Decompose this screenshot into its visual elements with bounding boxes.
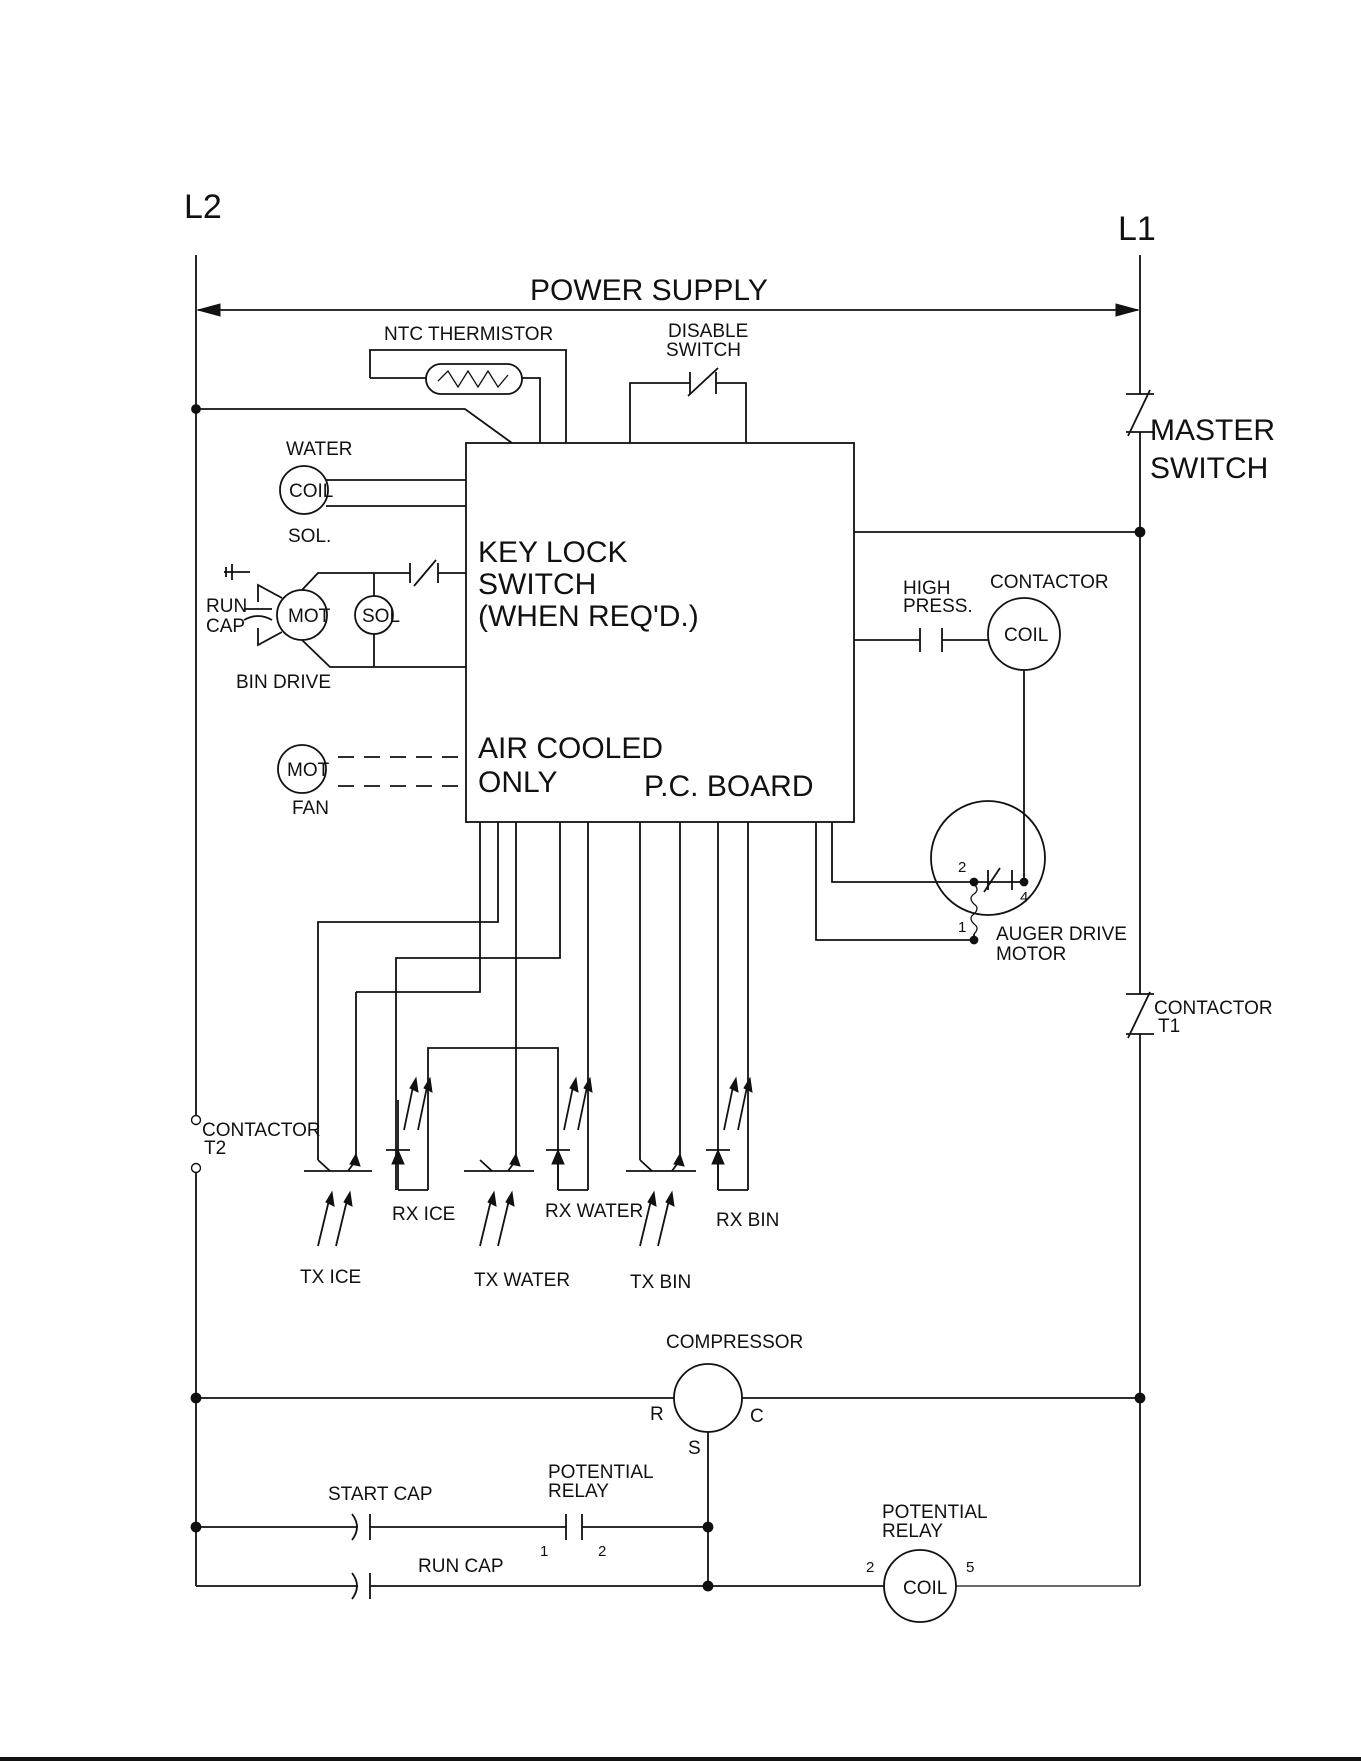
- rx-water-label: RX WATER: [545, 1201, 643, 1222]
- master-switch-label-2: SWITCH: [1150, 452, 1268, 485]
- contactor-t2-terminal-bottom: [190, 1162, 202, 1174]
- master-switch-symbol: [1126, 389, 1154, 437]
- tx-ice-sensor: [304, 1152, 372, 1172]
- rx-water-sensor: [546, 1076, 593, 1191]
- auger-node-2: [969, 877, 979, 887]
- auger-node-4: [1019, 877, 1029, 887]
- contactor-t1-symbol: [1126, 991, 1154, 1039]
- auger-drive-label-2: MOTOR: [996, 944, 1066, 965]
- auger-pin-1: 1: [958, 919, 966, 936]
- relay-coil-label: COIL: [903, 1578, 947, 1599]
- tx-water-label: TX WATER: [474, 1270, 570, 1291]
- contactor-t1-label-1: CONTACTOR: [1154, 998, 1273, 1019]
- disable-switch-label-2: SWITCH: [666, 340, 741, 361]
- pc-board-label: P.C. BOARD: [644, 770, 814, 803]
- coil-pin-2: 2: [866, 1559, 874, 1576]
- tx-water-arrows: [479, 1190, 515, 1247]
- rx-bin-sensor: [706, 1076, 753, 1191]
- node-start-cap-right: [702, 1521, 714, 1533]
- contactor-t2-terminal-top: [190, 1114, 202, 1126]
- water-coil-label: COIL: [289, 481, 333, 502]
- node-start-cap-left: [190, 1521, 202, 1533]
- bin-drive: [224, 559, 466, 668]
- compressor-c-label: C: [750, 1406, 764, 1427]
- tx-water-sensor: [464, 1152, 534, 1172]
- relay-pin-1: 1: [540, 1543, 548, 1560]
- rx-ice-sensor: [386, 1076, 433, 1191]
- auger-node-1: [969, 935, 979, 945]
- power-supply-label: POWER SUPPLY: [530, 274, 768, 307]
- key-lock-label-3: (WHEN REQ'D.): [478, 600, 699, 633]
- key-lock-label-1: KEY LOCK: [478, 536, 628, 569]
- tx-ice-label: TX ICE: [300, 1267, 361, 1288]
- potential-relay-contact-label-2: RELAY: [548, 1481, 609, 1502]
- contactor-label: CONTACTOR: [990, 572, 1109, 593]
- bottom-border: [0, 1757, 1361, 1761]
- l1-label: L1: [1118, 210, 1156, 248]
- disable-switch: [629, 367, 747, 443]
- water-label: WATER: [286, 439, 353, 460]
- high-press-label-1: HIGH: [903, 578, 951, 599]
- start-cap-label: START CAP: [328, 1484, 433, 1505]
- compressor-s-label: S: [688, 1438, 701, 1459]
- l2-label: L2: [184, 188, 222, 226]
- contactor-t2-label-1: CONTACTOR: [202, 1120, 321, 1141]
- compressor-label: COMPRESSOR: [666, 1332, 803, 1353]
- node-run-cap-right: [702, 1580, 714, 1592]
- potential-relay-coil-label-1: POTENTIAL: [882, 1502, 988, 1523]
- bin-motor-label: MOT: [288, 606, 331, 627]
- compressor: [196, 1363, 1140, 1588]
- node-l1-board: [1134, 526, 1146, 538]
- run-cap-label-2: CAP: [206, 616, 245, 637]
- water-sol-label: SOL.: [288, 526, 331, 547]
- fan-motor-label: MOT: [287, 760, 330, 781]
- compressor-r-label: R: [650, 1404, 664, 1425]
- tx-bin-label: TX BIN: [630, 1272, 691, 1293]
- bin-drive-label: BIN DRIVE: [236, 672, 331, 693]
- auger-pin-4: 4: [1020, 889, 1028, 906]
- contactor-coil-label: COIL: [1004, 625, 1048, 646]
- tx-bin-arrows: [639, 1190, 675, 1247]
- relay-pin-2: 2: [598, 1543, 606, 1560]
- contactor-t2-label-2: T2: [204, 1138, 226, 1159]
- potential-relay-coil-label-2: RELAY: [882, 1521, 943, 1542]
- power-supply-arrow: [196, 303, 1140, 317]
- fan-label: FAN: [292, 798, 329, 819]
- rx-bin-label: RX BIN: [716, 1210, 779, 1231]
- high-press-switch: [854, 597, 1061, 880]
- coil-pin-5: 5: [966, 1559, 974, 1576]
- tx-bin-sensor: [626, 1152, 696, 1172]
- rx-ice-label: RX ICE: [392, 1204, 455, 1225]
- high-press-label-2: PRESS.: [903, 596, 973, 617]
- contactor-t1-label-2: T1: [1158, 1016, 1180, 1037]
- fan-motor: [277, 744, 466, 794]
- tx-ice-arrows: [317, 1190, 353, 1247]
- run-cap-label-1: RUN: [206, 596, 247, 617]
- ntc-thermistor-label: NTC THERMISTOR: [384, 324, 553, 345]
- node-l1-compressor: [1134, 1392, 1146, 1404]
- master-switch-label-1: MASTER: [1150, 414, 1275, 447]
- key-lock-label-2: SWITCH: [478, 568, 596, 601]
- run-cap-branch: [196, 1549, 1140, 1623]
- ntc-thermistor: [369, 349, 567, 443]
- disable-switch-label-1: DISABLE: [668, 321, 748, 342]
- bin-sol-label: SOL: [362, 606, 400, 627]
- sensor-wiring: [317, 822, 749, 1190]
- run-cap-label: RUN CAP: [418, 1556, 504, 1577]
- node-l2-board: [191, 404, 201, 414]
- l2-board-wire: [196, 408, 513, 444]
- auger-drive-label-1: AUGER DRIVE: [996, 924, 1127, 945]
- potential-relay-contact-label-1: POTENTIAL: [548, 1462, 654, 1483]
- auger-drive-motor: [815, 800, 1046, 941]
- auger-pin-2: 2: [958, 859, 966, 876]
- start-cap-branch: [196, 1513, 708, 1541]
- node-l2-compressor: [190, 1392, 202, 1404]
- water-solenoid: [279, 465, 466, 515]
- air-cooled-label-2: ONLY: [478, 766, 557, 799]
- pc-board-box: [465, 442, 855, 823]
- air-cooled-label-1: AIR COOLED: [478, 732, 663, 765]
